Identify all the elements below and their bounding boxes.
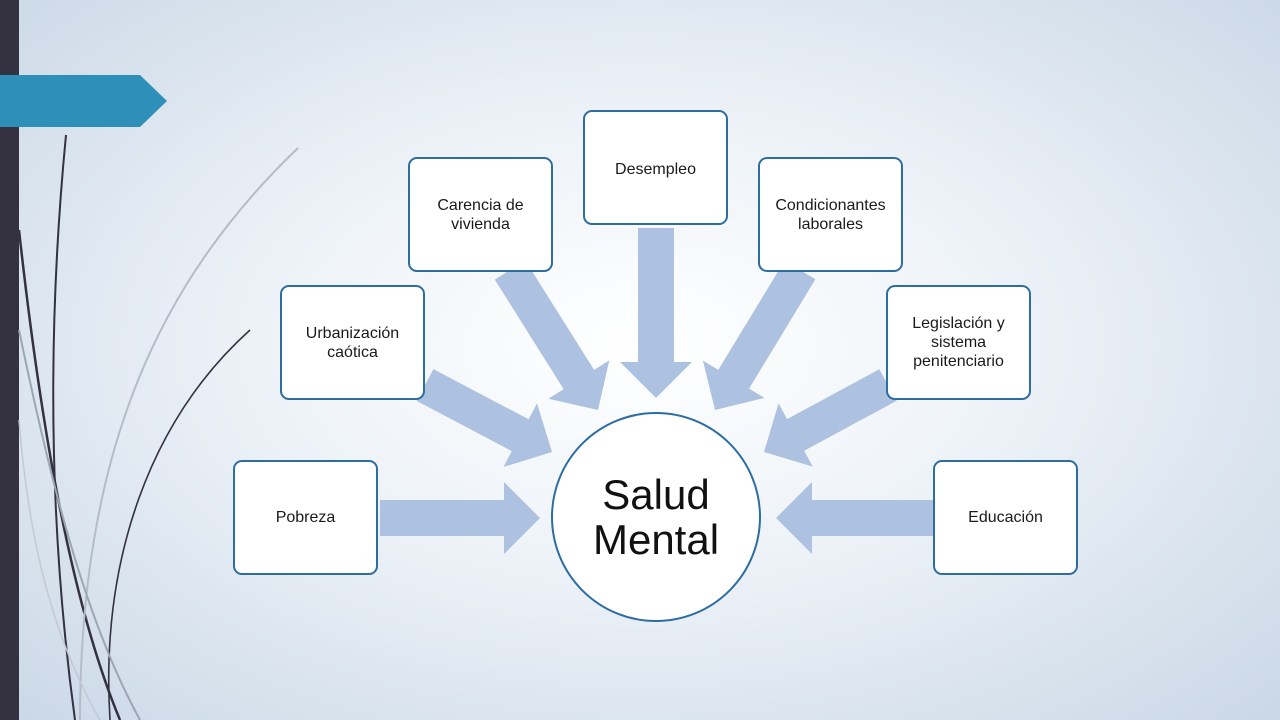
factor-label: Legislación y sistema penitenciario bbox=[912, 315, 1005, 370]
factor-box-urbanizacion: Urbanización caótica bbox=[280, 285, 425, 400]
factor-label: Educación bbox=[968, 509, 1043, 526]
title-tab-shape bbox=[0, 75, 167, 127]
factor-box-desempleo: Desempleo bbox=[583, 110, 728, 225]
arrow-educacion bbox=[776, 482, 933, 554]
factor-box-vivienda: Carencia de vivienda bbox=[408, 157, 553, 272]
factor-label: Condicionantes laborales bbox=[775, 197, 886, 233]
factor-label: Urbanización caótica bbox=[305, 324, 400, 361]
factor-box-educacion: Educación bbox=[933, 460, 1078, 575]
arrow-desempleo bbox=[620, 228, 692, 398]
arrow-laborales bbox=[702, 260, 816, 410]
arrow-vivienda bbox=[494, 260, 610, 410]
factor-box-laborales: Condicionantes laborales bbox=[758, 157, 903, 272]
factor-label: Desempleo bbox=[615, 161, 696, 178]
center-label: Salud Mental bbox=[592, 471, 720, 563]
arrow-urbanizacion bbox=[416, 369, 552, 467]
arrow-legislacion bbox=[764, 369, 897, 467]
center-circle: Salud Mental bbox=[551, 412, 761, 622]
factor-label: Pobreza bbox=[275, 509, 336, 526]
left-accent-bar bbox=[0, 0, 19, 720]
factor-label: Carencia de vivienda bbox=[437, 197, 524, 233]
factor-box-legislacion: Legislación y sistema penitenciario bbox=[886, 285, 1031, 400]
arrow-pobreza bbox=[380, 482, 540, 554]
factor-box-pobreza: Pobreza bbox=[233, 460, 378, 575]
